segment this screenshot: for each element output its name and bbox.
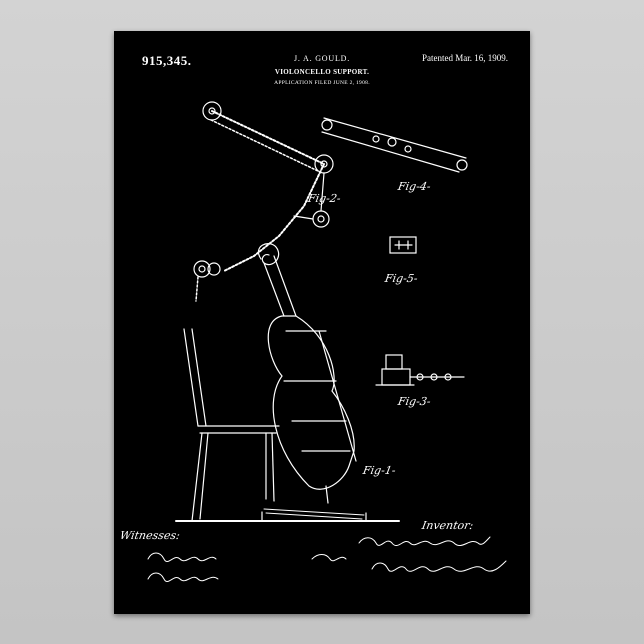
fig5-label: Fig-5- — [384, 272, 419, 285]
patent-poster: 915,345. J. A. GOULD. VIOLONCELLO SUPPOR… — [114, 31, 530, 614]
inventor-signature — [312, 537, 506, 571]
fig1-chair — [184, 329, 279, 521]
fig1-label: Fig-1- — [362, 464, 397, 477]
fig5-clamp — [390, 237, 416, 253]
witnesses-label: Witnesses: — [119, 529, 181, 542]
fig2-label: Fig-2- — [307, 192, 342, 205]
fig3-mount — [376, 355, 464, 385]
fig3-label: Fig-3- — [397, 395, 432, 408]
witness-signatures — [148, 553, 218, 582]
fig4-bracket — [322, 118, 467, 172]
fig1-floor-base — [176, 509, 399, 521]
inventor-label: Inventor: — [421, 519, 475, 532]
fig4-label: Fig-4- — [397, 180, 432, 193]
